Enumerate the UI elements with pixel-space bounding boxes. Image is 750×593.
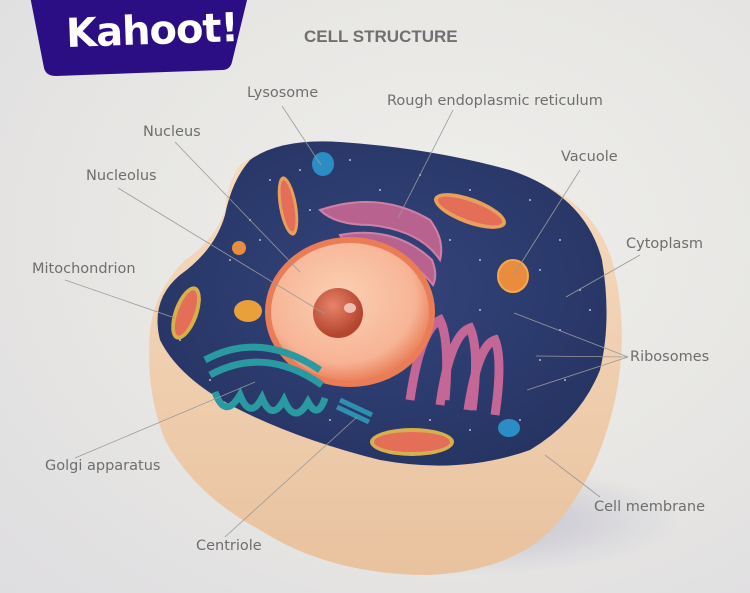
- vesicle-orange: [232, 241, 246, 255]
- golgi-apparatus: [203, 343, 329, 417]
- nucleolus-highlight: [344, 303, 356, 313]
- leader-lines: [64, 105, 641, 538]
- rough-endoplasmic-reticulum: [405, 313, 504, 416]
- label-vacuole: Vacuole: [561, 149, 618, 165]
- label-nucleus: Nucleus: [143, 124, 201, 140]
- nucleolus: [313, 288, 363, 338]
- mitochondrion: [370, 428, 454, 456]
- label-lysosome: Lysosome: [247, 85, 319, 101]
- label-golgi-apparatus: Golgi apparatus: [45, 458, 161, 474]
- vesicle-orange: [234, 300, 262, 322]
- logo-badge-shape: [30, 0, 248, 76]
- mitochondrion: [277, 176, 299, 236]
- mitochondrion: [171, 286, 201, 340]
- label-cell-membrane: Cell membrane: [594, 499, 706, 515]
- label-mitochondrion: Mitochondrion: [32, 261, 136, 277]
- page-title: CELL STRUCTURE: [304, 27, 458, 46]
- label-nucleolus: Nucleolus: [86, 168, 157, 184]
- centriole: [335, 397, 374, 425]
- label-rough-er: Rough endoplasmic reticulum: [387, 93, 603, 109]
- mitochondrion: [434, 193, 506, 229]
- label-cytoplasm: Cytoplasm: [626, 236, 704, 252]
- label-centriole: Centriole: [196, 538, 262, 554]
- lysosome: [312, 152, 334, 176]
- label-ribosomes: Ribosomes: [630, 349, 710, 365]
- vesicle: [498, 419, 520, 437]
- kahoot-logo[interactable]: Kahoot!: [26, 0, 250, 78]
